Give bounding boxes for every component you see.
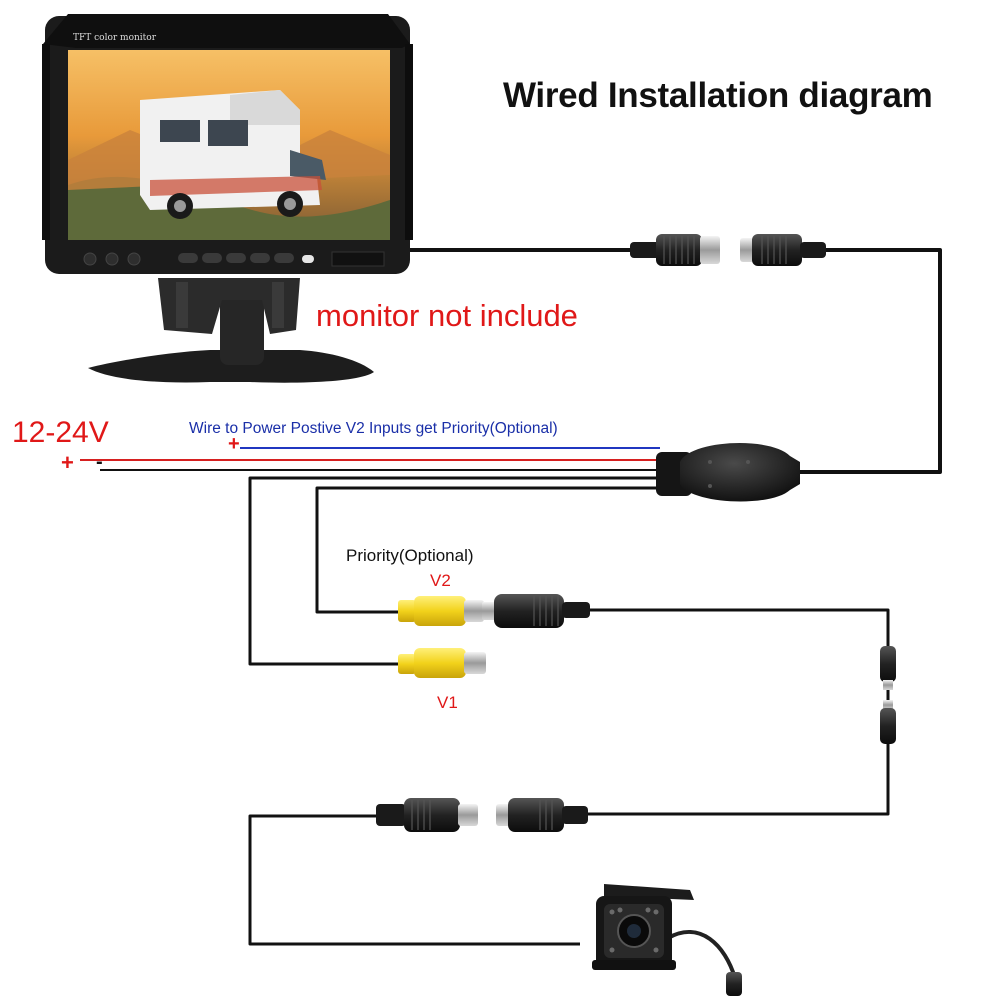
rca-v1-connector <box>398 648 486 678</box>
v1-label: V1 <box>437 693 458 712</box>
positive-terminal-label: + <box>61 450 74 475</box>
camera-pigtail <box>667 930 737 979</box>
inline-cable-lower <box>586 742 890 816</box>
priority-label: Priority(Optional) <box>346 546 474 565</box>
backup-camera <box>592 884 742 996</box>
extension-cable <box>795 248 942 474</box>
v1-lead <box>248 476 660 666</box>
priority-wire-note: Wire to Power Postive V2 Inputs get Prio… <box>189 420 558 437</box>
v2-lead <box>315 486 660 614</box>
negative-terminal-label: - <box>96 451 103 473</box>
monitor-stand-post <box>220 290 264 365</box>
aviation-connector-pair-bottom <box>376 798 588 832</box>
rca-v2-connector <box>398 594 590 628</box>
camera-loop-cable <box>248 814 580 946</box>
aviation-connector-pair-top <box>630 234 826 266</box>
wires <box>80 248 942 979</box>
inline-connector-pair-right <box>880 646 896 744</box>
splitter-box <box>656 443 800 502</box>
voltage-label: 12-24V <box>12 416 109 449</box>
monitor-note: monitor not include <box>316 298 578 333</box>
monitor-controls <box>83 251 385 267</box>
priority-wire-plus-label: + <box>228 433 240 455</box>
v2-label: V2 <box>430 571 451 590</box>
monitor-stand-bracket <box>158 278 300 334</box>
motorhome-picture <box>140 90 326 219</box>
v2-camera-cable <box>588 608 890 650</box>
monitor-sunshade <box>43 14 410 48</box>
page-title: Wired Installation diagram <box>503 76 933 115</box>
monitor-stand-base <box>88 350 374 383</box>
monitor <box>42 14 413 383</box>
monitor-brand-text: TFT color monitor <box>73 33 156 43</box>
